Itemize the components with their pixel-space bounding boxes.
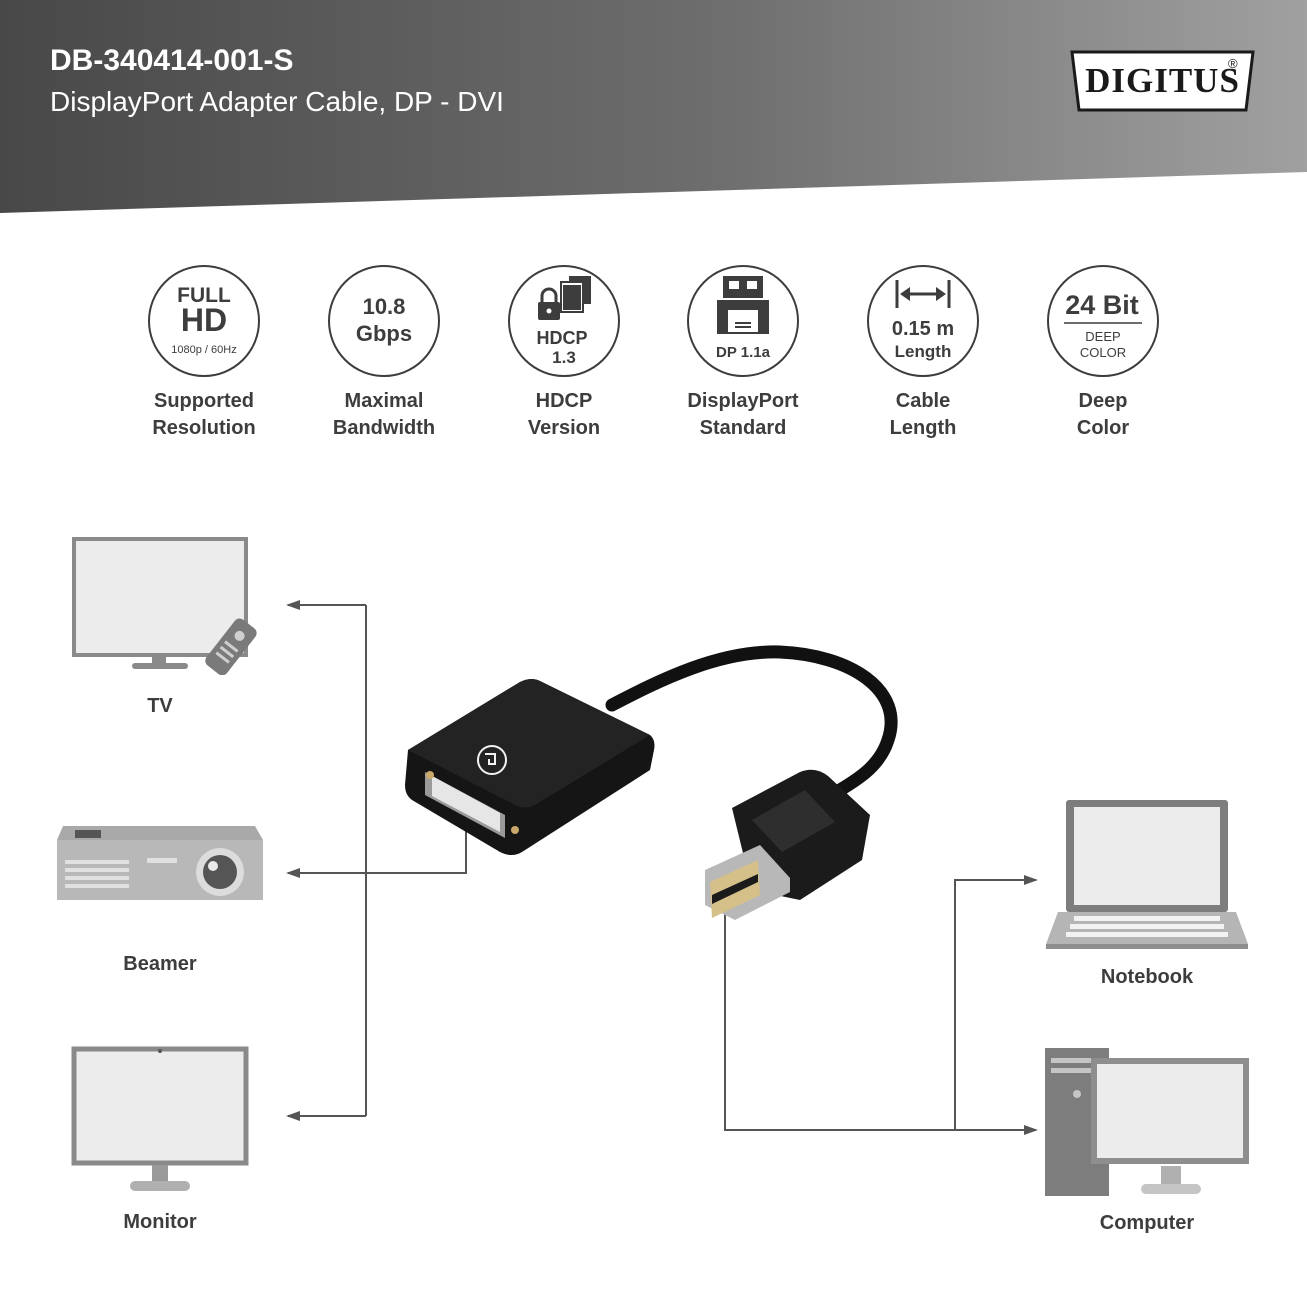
hdcp-lock-icon: HDCP 1.3 (508, 265, 620, 377)
feature-caption: Supported Resolution (114, 388, 294, 442)
length-value: 0.15 m (892, 318, 954, 340)
feature-resolution: FULL HD 1080p / 60Hz Supported Resolutio… (114, 264, 294, 454)
computer-icon (1045, 1048, 1249, 1196)
header-banner: DB-340414-001-S DisplayPort Adapter Cabl… (0, 0, 1307, 215)
caption-line-2: Color (1076, 417, 1130, 439)
full-hd-icon: FULL HD 1080p / 60Hz (148, 265, 260, 377)
brand-logo: DIGITUS ® (1070, 50, 1255, 112)
color-text: COLOR (1080, 345, 1126, 360)
feature-caption: Deep Color (1013, 388, 1193, 442)
bit-depth-text: 24 Bit (1065, 290, 1139, 320)
caption-line-1: Cable (895, 390, 951, 412)
dp-input-lines (724, 875, 1038, 1135)
hdcp-version-text: 1.3 (552, 348, 576, 367)
dvi-output-lines (286, 600, 467, 1121)
caption-line-1: Supported (154, 390, 254, 412)
remote-control-icon (205, 618, 257, 675)
arrow-to-notebook (954, 875, 1038, 1130)
document-stack-icon (560, 276, 591, 313)
feature-caption: Cable Length (833, 388, 1013, 442)
caption-line-1: DisplayPort (687, 390, 799, 412)
bandwidth-unit: Gbps (356, 321, 412, 346)
monitor-icon (71, 1046, 249, 1191)
length-text: Length (895, 342, 952, 361)
brand-name: DIGITUS (1085, 61, 1240, 100)
resolution-text: 1080p / 60Hz (171, 344, 236, 356)
dp-version-text: DP 1.1a (716, 344, 771, 361)
caption-line-1: HDCP (535, 390, 593, 412)
hdcp-text: HDCP (536, 328, 587, 348)
product-code: DB-340414-001-S (50, 44, 294, 77)
caption-line-2: Length (889, 417, 957, 439)
beamer-icon (57, 826, 263, 900)
bandwidth-value: 10.8 (363, 294, 406, 319)
feature-bandwidth: 10.8 Gbps Maximal Bandwidth (294, 264, 474, 454)
feature-deep-color: 24 Bit DEEP COLOR Deep Color (1013, 264, 1193, 454)
displayport-male-connector (705, 769, 870, 920)
header-background (0, 0, 1307, 213)
length-arrow-icon: 0.15 m Length (867, 265, 979, 377)
adapter-cable-image (405, 645, 898, 920)
arrow-to-computer (724, 905, 1038, 1135)
feature-caption: DisplayPort Standard (653, 388, 833, 442)
bandwidth-icon: 10.8 Gbps (328, 265, 440, 377)
feature-caption: HDCP Version (474, 388, 654, 442)
displayport-connector-icon: DP 1.1a (687, 265, 799, 377)
product-name: DisplayPort Adapter Cable, DP - DVI (50, 86, 504, 117)
device-label-monitor: Monitor (123, 1211, 197, 1233)
device-label-tv: TV (147, 695, 173, 717)
feature-length: 0.15 m Length Cable Length (833, 264, 1013, 454)
caption-line-1: Maximal (344, 390, 424, 412)
device-label-computer: Computer (1099, 1212, 1195, 1234)
deep-text: DEEP (1085, 329, 1120, 344)
full-text: FULL (177, 284, 231, 307)
hd-text: HD (181, 302, 227, 338)
tv-icon (72, 537, 257, 675)
device-label-beamer: Beamer (123, 953, 197, 975)
caption-line-2: Standard (699, 417, 787, 439)
caption-line-1: Deep (1078, 390, 1128, 412)
brand-registered-mark: ® (1228, 56, 1238, 71)
feature-caption: Maximal Bandwidth (294, 388, 474, 442)
caption-line-2: Resolution (152, 417, 256, 439)
notebook-icon (1046, 800, 1248, 949)
cable-cord (605, 645, 898, 797)
device-label-notebook: Notebook (1100, 966, 1194, 988)
deep-color-icon: 24 Bit DEEP COLOR (1047, 265, 1159, 377)
caption-line-2: Version (527, 417, 601, 439)
feature-hdcp: HDCP 1.3 HDCP Version (474, 264, 654, 454)
caption-line-2: Bandwidth (332, 417, 436, 439)
arrow-to-beamer (286, 828, 467, 878)
dvi-female-connector (405, 679, 655, 855)
padlock-icon (538, 287, 560, 320)
feature-displayport: DP 1.1a DisplayPort Standard (653, 264, 833, 454)
